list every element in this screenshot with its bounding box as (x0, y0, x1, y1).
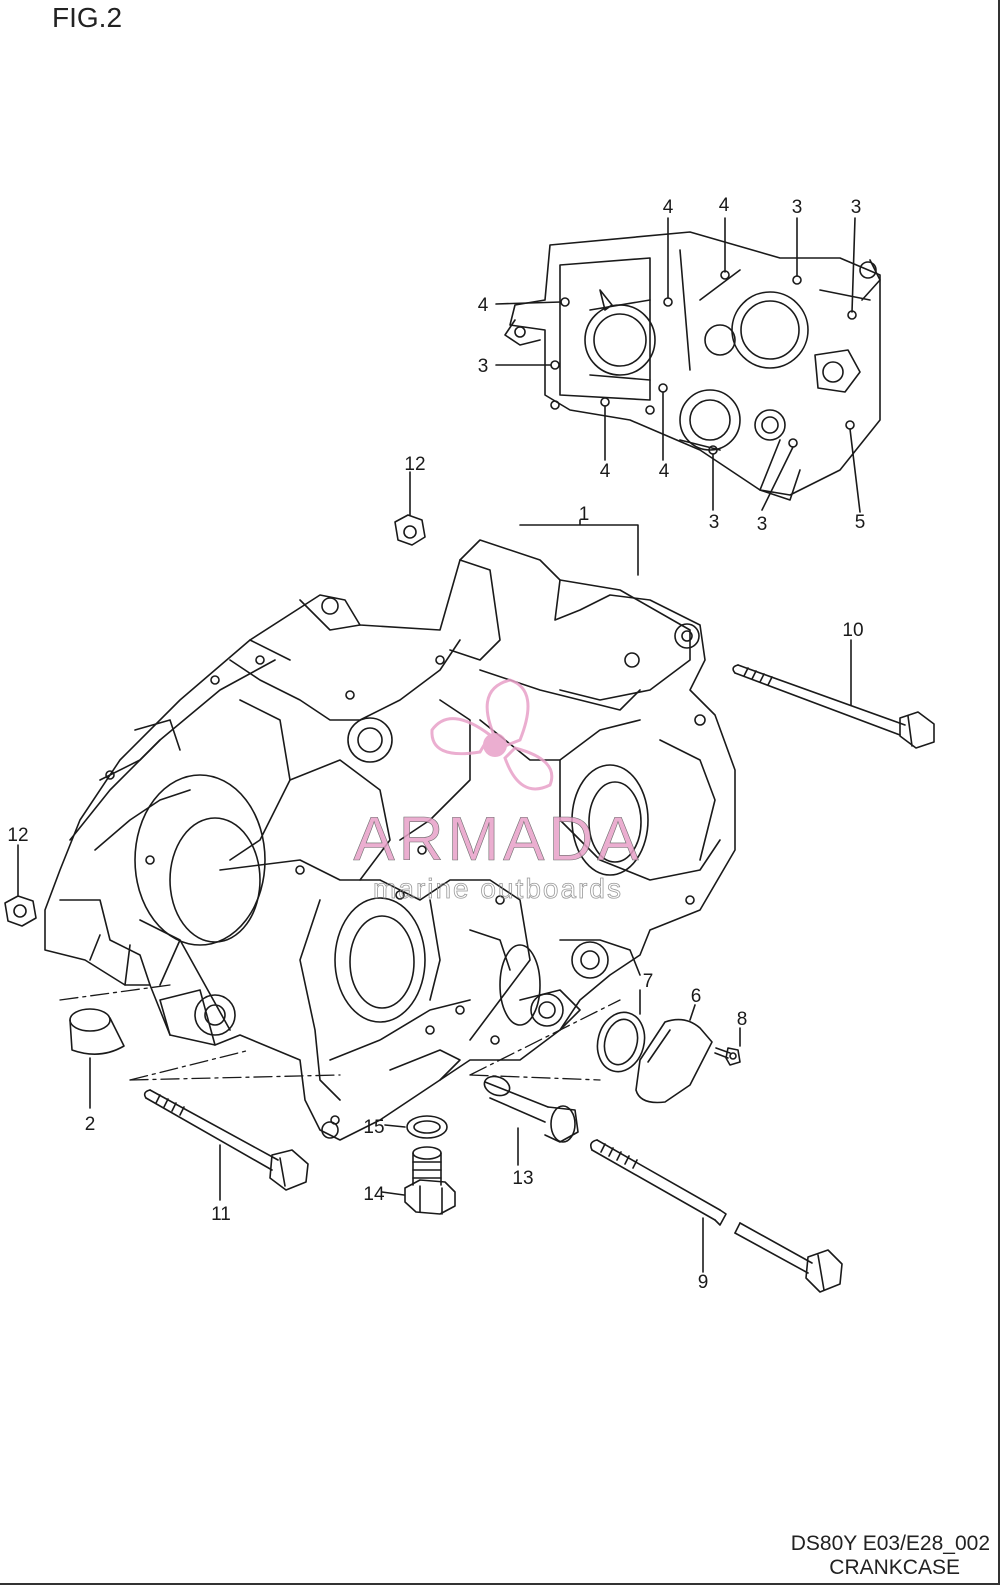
callout-11: 11 (211, 1204, 231, 1225)
screw-8 (714, 1027, 741, 1066)
watermark-brand: ARMADA (353, 805, 642, 874)
callout-3: 3 (478, 356, 489, 377)
nut-12-upper (394, 471, 426, 546)
frame-right-edge (998, 0, 1000, 1585)
crankcase-inner-face (495, 217, 881, 513)
callout-7: 7 (643, 971, 654, 992)
sleeve-13 (483, 1075, 579, 1166)
callout-1: 1 (579, 504, 590, 525)
callout-5: 5 (855, 512, 866, 533)
washer-15 (384, 1115, 448, 1139)
drain-plug-14 (381, 1146, 456, 1215)
callout-2: 2 (85, 1114, 96, 1135)
callout-4: 4 (663, 197, 674, 218)
callout-6: 6 (691, 986, 702, 1007)
callout-9: 9 (698, 1272, 709, 1293)
callout-4: 4 (600, 461, 611, 482)
watermark-tagline: marine outboards (373, 873, 623, 904)
bolt-10 (732, 639, 935, 749)
figure-code: DS80Y E03/E28_002 (790, 1532, 990, 1555)
callout-4: 4 (719, 195, 730, 216)
callout-3: 3 (709, 512, 720, 533)
callout-12: 12 (7, 825, 28, 846)
propeller-blade-right (503, 746, 554, 791)
callout-15: 15 (363, 1117, 384, 1138)
dowel-pin-2 (69, 1008, 125, 1109)
figure-title: FIG.2 (52, 2, 123, 33)
callout-10: 10 (842, 620, 863, 641)
frame-bottom-edge (0, 1583, 1000, 1585)
armada-watermark: ARMADA marine outboards (353, 678, 642, 904)
o-ring-7 (596, 989, 646, 1073)
callout-3: 3 (757, 514, 768, 535)
bolt-9 (590, 1139, 843, 1293)
callout-12: 12 (404, 454, 425, 475)
nut-12-left (4, 844, 37, 927)
propeller-blade-top (485, 678, 530, 750)
callout-3: 3 (792, 197, 803, 218)
callout-14: 14 (363, 1184, 385, 1205)
cover-plate-6 (635, 1004, 713, 1104)
figure-name: CRANKCASE (829, 1556, 960, 1579)
crankcase-body (44, 519, 736, 1141)
callout-8: 8 (737, 1009, 748, 1030)
propeller-blade-left (430, 717, 492, 756)
bolt-11 (143, 1089, 309, 1201)
callout-13: 13 (512, 1168, 533, 1189)
callout-4: 4 (659, 461, 670, 482)
callout-4: 4 (478, 295, 489, 316)
callout-3: 3 (851, 197, 862, 218)
alignment-lines (59, 984, 621, 1081)
callout-labels: 4 4 3 3 4 3 4 4 3 3 5 12 1 10 12 7 6 8 2… (7, 195, 865, 1293)
